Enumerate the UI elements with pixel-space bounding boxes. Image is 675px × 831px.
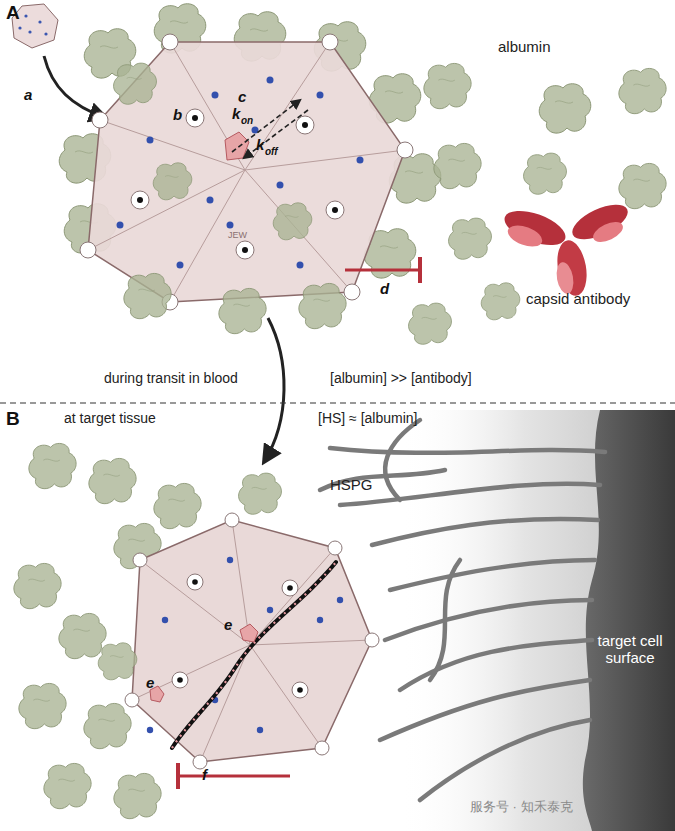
inhibition-line bbox=[180, 775, 290, 778]
component-label: albumin bbox=[498, 38, 551, 55]
rate-subscript: off bbox=[265, 146, 278, 158]
heparan-sulfate-chain bbox=[172, 562, 336, 748]
capsid-dots bbox=[18, 14, 47, 35]
component-label: target cell surface bbox=[592, 632, 668, 667]
albumin bbox=[239, 473, 282, 514]
albumin bbox=[89, 458, 136, 503]
albumin bbox=[409, 303, 452, 344]
component-label: HSPG bbox=[330, 476, 373, 493]
albumin bbox=[619, 163, 666, 208]
albumin bbox=[98, 643, 137, 680]
binding-site bbox=[225, 132, 249, 160]
albumin bbox=[84, 703, 131, 748]
component-label: capsid antibody bbox=[526, 290, 630, 307]
albumin bbox=[539, 84, 591, 133]
albumin bbox=[449, 218, 492, 259]
rate-subscript: on bbox=[241, 115, 253, 127]
albumin bbox=[273, 203, 312, 240]
albumin-cloud bbox=[114, 63, 667, 344]
rate-symbol: k bbox=[256, 136, 264, 153]
albumin bbox=[114, 773, 161, 818]
callout-letter: d bbox=[380, 280, 389, 297]
watermark: 服务号 · 知禾泰克 bbox=[470, 800, 573, 815]
heparan-sulfate-beads bbox=[172, 562, 336, 748]
callout-letter: b bbox=[173, 106, 182, 123]
albumin bbox=[619, 68, 666, 113]
panel-letter: A bbox=[6, 2, 20, 24]
albumin bbox=[434, 143, 481, 188]
condition-label: [albumin] >> [antibody] bbox=[330, 370, 472, 386]
albumin bbox=[154, 483, 201, 528]
albumin bbox=[114, 63, 157, 104]
signature: JEW bbox=[228, 230, 247, 240]
albumin bbox=[29, 443, 76, 488]
callout-letter: a bbox=[24, 86, 32, 103]
kon-arrow bbox=[232, 100, 300, 152]
albumin bbox=[299, 283, 346, 328]
albumin bbox=[19, 683, 66, 728]
hspg-strands bbox=[320, 420, 605, 800]
inhibition-line bbox=[345, 269, 418, 272]
albumin bbox=[424, 63, 471, 108]
albumin bbox=[219, 288, 266, 333]
rate-symbol: k bbox=[232, 105, 240, 122]
albumin bbox=[14, 563, 61, 608]
albumin bbox=[59, 613, 106, 658]
albumin bbox=[481, 283, 520, 320]
callout-letter: f bbox=[202, 766, 207, 783]
aav-capsid bbox=[125, 513, 379, 769]
albumin bbox=[524, 153, 567, 194]
albumin bbox=[124, 273, 171, 318]
callout-letter: e bbox=[224, 616, 232, 633]
antibody bbox=[500, 198, 633, 298]
cell-surface bbox=[583, 410, 675, 831]
callout-letter: c bbox=[238, 88, 246, 105]
panel-letter: B bbox=[6, 408, 20, 430]
albumin bbox=[153, 163, 192, 200]
albumin bbox=[44, 763, 91, 808]
transit-arrow bbox=[264, 318, 284, 462]
stage-label: during transit in blood bbox=[104, 370, 238, 386]
stage-label: at target tissue bbox=[64, 410, 156, 426]
koff-arrow bbox=[244, 110, 308, 158]
inhibition-bar bbox=[418, 257, 422, 283]
panel-divider bbox=[0, 402, 675, 403]
condition-label: [HS] ≈ [albumin] bbox=[318, 410, 418, 426]
albumin-cloud bbox=[14, 563, 161, 818]
binding-site bbox=[240, 624, 258, 642]
inhibition-bar bbox=[176, 763, 180, 789]
callout-letter: e bbox=[146, 674, 154, 691]
